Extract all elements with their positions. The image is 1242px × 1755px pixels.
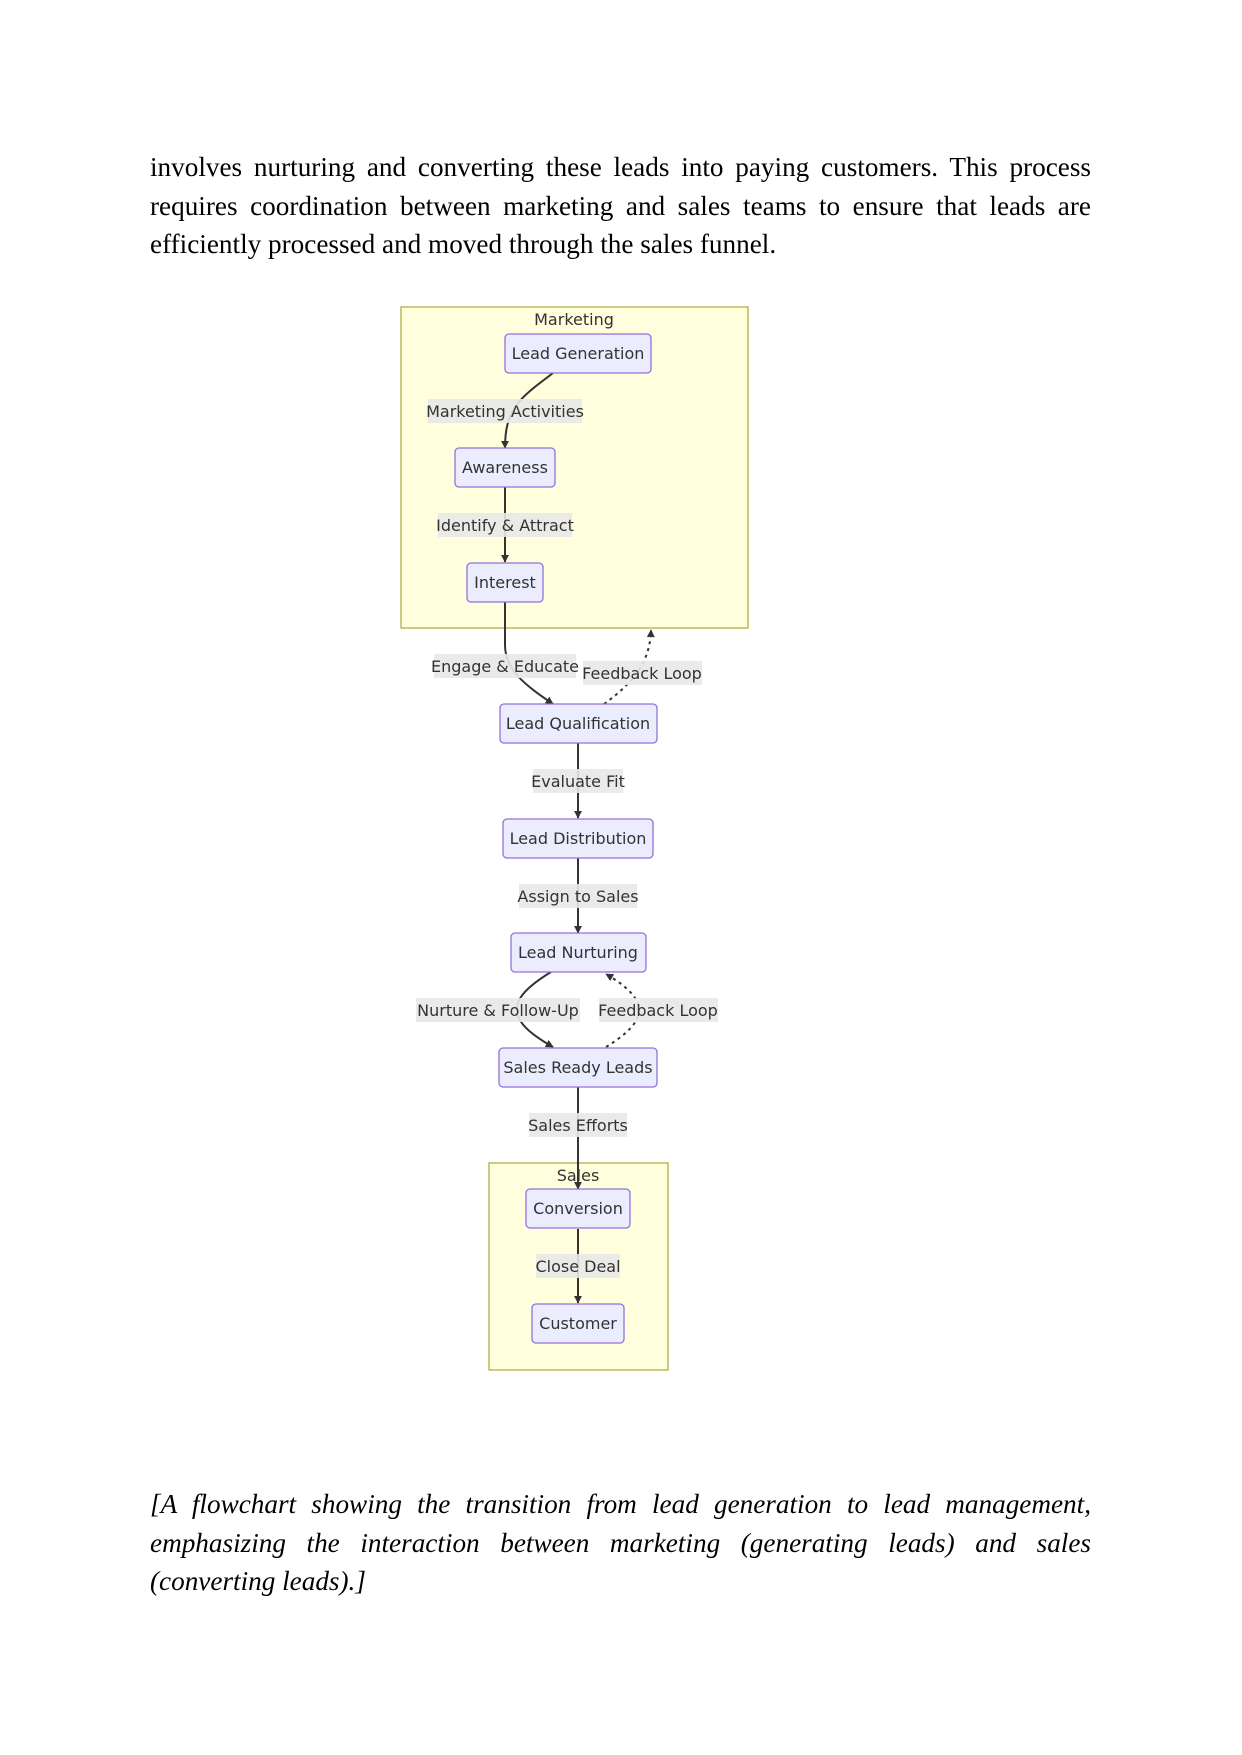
svg-text:Awareness: Awareness (462, 458, 548, 477)
figure-caption: [A flowchart showing the transition from… (150, 1489, 1091, 1596)
edge-label-feedback-loop-2: Feedback Loop (598, 998, 718, 1022)
node-lead-nurturing: Lead Nurturing (510, 932, 647, 973)
svg-text:Lead Qualification: Lead Qualification (506, 714, 650, 733)
svg-text:Identify & Attract: Identify & Attract (436, 516, 574, 535)
svg-text:Feedback Loop: Feedback Loop (582, 664, 702, 683)
svg-text:Lead Nurturing: Lead Nurturing (518, 943, 638, 962)
edge-label-marketing-activities: Marketing Activities (426, 399, 584, 423)
node-interest: Interest (466, 562, 544, 603)
node-lead-distribution: Lead Distribution (502, 818, 654, 859)
svg-text:Feedback Loop: Feedback Loop (598, 1001, 718, 1020)
node-conversion: Conversion (525, 1188, 631, 1229)
edge-label-close-deal: Close Deal (535, 1254, 621, 1278)
svg-text:Marketing Activities: Marketing Activities (426, 402, 584, 421)
edge-label-evaluate-fit: Evaluate Fit (531, 769, 625, 793)
edge-label-nurture-follow-up: Nurture & Follow-Up (416, 998, 580, 1022)
svg-text:Sales Ready Leads: Sales Ready Leads (503, 1058, 652, 1077)
node-sales-ready-leads: Sales Ready Leads (498, 1047, 658, 1088)
edge-label-sales-efforts: Sales Efforts (528, 1113, 628, 1137)
body-paragraph: involves nurturing and converting these … (150, 152, 1091, 259)
node-lead-generation: Lead Generation (504, 333, 652, 374)
marketing-cluster-title: Marketing (534, 310, 614, 329)
node-lead-qualification: Lead Qualification (499, 703, 658, 744)
svg-text:Engage & Educate: Engage & Educate (431, 657, 579, 676)
edge-feedback-to-marketing (603, 629, 655, 705)
svg-text:Sales Efforts: Sales Efforts (528, 1116, 628, 1135)
svg-text:Lead Distribution: Lead Distribution (510, 829, 647, 848)
svg-text:Conversion: Conversion (533, 1199, 623, 1218)
edge-label-assign-to-sales: Assign to Sales (517, 884, 639, 908)
svg-text:Assign to Sales: Assign to Sales (517, 887, 638, 906)
edge-label-engage-educate: Engage & Educate (431, 654, 579, 678)
svg-text:Customer: Customer (539, 1314, 617, 1333)
node-awareness: Awareness (454, 447, 556, 488)
node-customer: Customer (531, 1303, 625, 1344)
svg-text:Lead Generation: Lead Generation (512, 344, 645, 363)
svg-text:Close Deal: Close Deal (535, 1257, 620, 1276)
svg-text:Nurture & Follow-Up: Nurture & Follow-Up (417, 1001, 579, 1020)
svg-text:Interest: Interest (474, 573, 536, 592)
svg-text:Evaluate Fit: Evaluate Fit (531, 772, 625, 791)
edge-label-feedback-loop-1: Feedback Loop (582, 661, 702, 685)
edge-label-identify-attract: Identify & Attract (436, 513, 574, 537)
